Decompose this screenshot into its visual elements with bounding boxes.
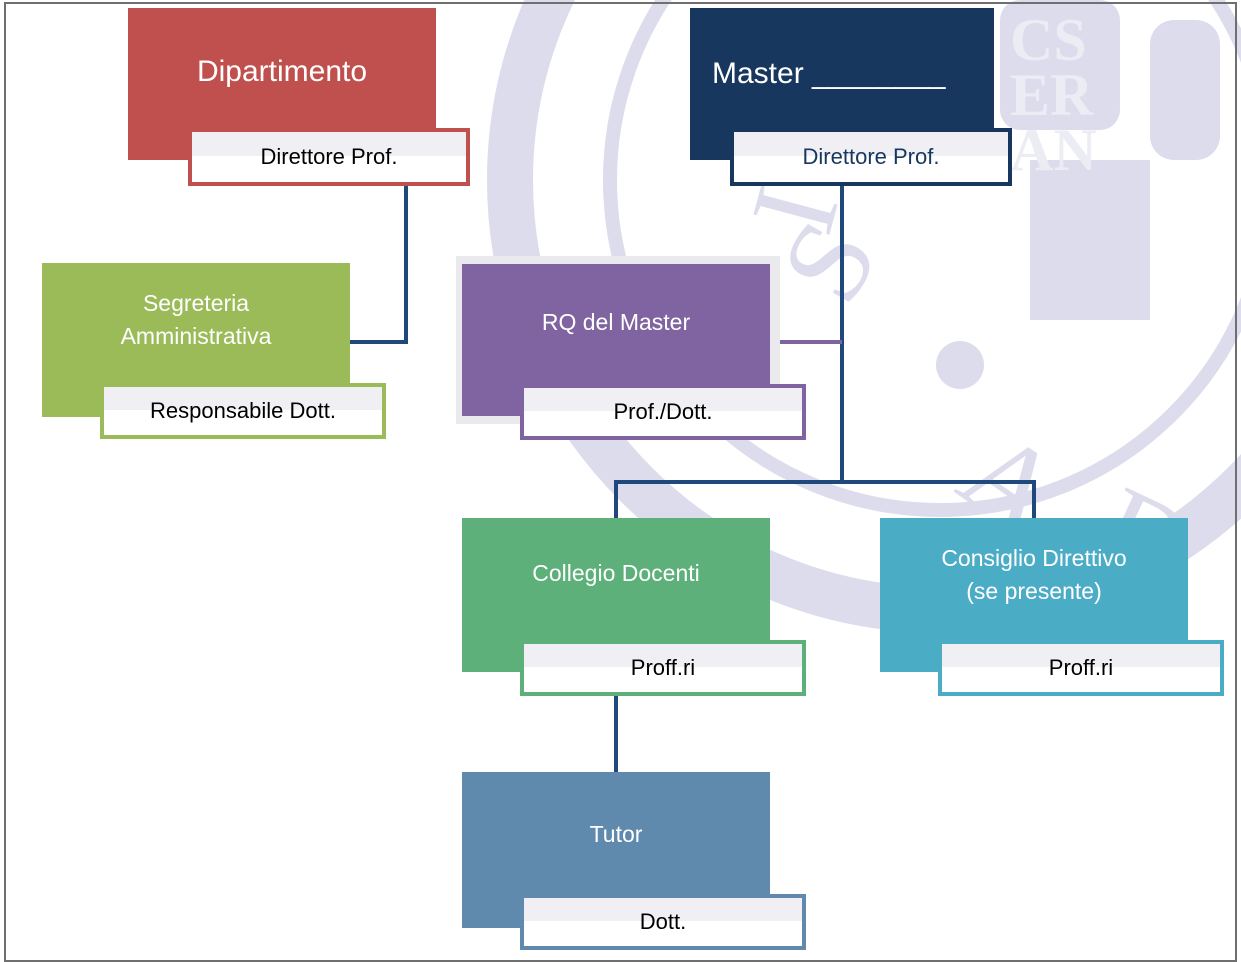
node-dipartimento-role-box: Direttore Prof. [188, 128, 470, 186]
node-dipartimento-role: Direttore Prof. [260, 144, 398, 169]
node-consiglio-title-line1: Consiglio Direttivo [941, 544, 1127, 571]
svg-text:ER: ER [1010, 62, 1094, 128]
node-dipartimento-title: Dipartimento [196, 55, 368, 89]
node-segreteria-role-box: Responsabile Dott. [100, 383, 386, 439]
node-rq-title: RQ del Master [541, 309, 691, 336]
node-segreteria-title-line1: Segreteria [142, 289, 250, 316]
node-segreteria-role: Responsabile Dott. [150, 398, 336, 423]
node-consiglio-role: Proff.ri [1048, 655, 1114, 680]
node-collegio-title: Collegio Docenti [532, 560, 700, 587]
node-master-role-box: Direttore Prof. [730, 128, 1012, 186]
node-consiglio-title-line2: (se presente) [966, 578, 1102, 604]
node-tutor-role: Dott. [639, 909, 687, 934]
node-master-title: Master ________ [712, 57, 946, 90]
svg-text:CS: CS [1010, 7, 1087, 73]
node-tutor-title: Tutor [589, 821, 643, 848]
node-segreteria-title-line2: Amministrativa [120, 323, 272, 349]
svg-text:AN: AN [1010, 117, 1097, 183]
connector-dipartimento-segreteria [350, 172, 408, 344]
node-tutor-role-box: Dott. [520, 894, 806, 950]
node-rq-role: Prof./Dott. [613, 399, 713, 424]
node-rq-role-box: Prof./Dott. [520, 384, 806, 440]
node-master-role: Direttore Prof. [802, 144, 940, 169]
connector-master-branches [614, 480, 1036, 518]
node-collegio-role: Proff.ri [630, 655, 696, 680]
node-consiglio-role-box: Proff.ri [938, 640, 1224, 696]
node-collegio-role-box: Proff.ri [520, 640, 806, 696]
